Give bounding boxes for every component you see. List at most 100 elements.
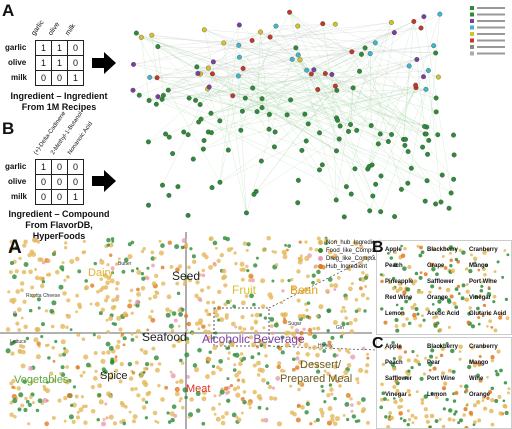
inset-point xyxy=(402,290,407,295)
network-edge xyxy=(239,57,347,187)
scatter-point xyxy=(256,360,261,366)
inset-point-label: Apple xyxy=(385,247,402,253)
scatter-point xyxy=(82,239,86,243)
network-edge xyxy=(299,59,318,90)
network-node xyxy=(201,138,207,143)
network-node xyxy=(194,64,200,70)
scatter-point xyxy=(160,243,165,248)
network-node xyxy=(217,118,223,124)
scatter-point xyxy=(92,376,98,381)
scatter-point xyxy=(83,420,88,425)
scatter-point xyxy=(14,269,19,274)
scatter-point xyxy=(330,417,335,423)
scatter-point xyxy=(346,417,350,422)
scatter-point xyxy=(142,349,149,355)
network-node xyxy=(335,117,340,123)
scatter-point xyxy=(270,331,275,335)
scatter-point xyxy=(229,342,235,348)
scatter-point xyxy=(242,241,248,246)
scatter-point xyxy=(359,244,364,250)
scatter-point xyxy=(90,385,95,390)
inset-point xyxy=(475,399,481,405)
inset-point xyxy=(474,294,479,300)
network-node xyxy=(320,21,326,27)
scatter-point xyxy=(165,307,170,312)
inset-point xyxy=(406,423,410,427)
inset-point xyxy=(405,317,409,321)
scatter-point xyxy=(28,308,33,313)
inset-point xyxy=(447,325,451,329)
inset-point-label: Safflower xyxy=(385,376,413,382)
scatter-point xyxy=(269,324,274,329)
network-node xyxy=(421,14,427,20)
network-edge xyxy=(213,61,337,151)
scatter-point xyxy=(8,247,14,253)
inset-point xyxy=(391,286,396,291)
scatter-point xyxy=(221,275,226,281)
scatter-point xyxy=(337,348,342,352)
scatter-point xyxy=(295,351,301,356)
network-edge xyxy=(295,47,340,140)
scatter-point xyxy=(330,335,335,340)
network-node xyxy=(209,71,215,77)
inset-point xyxy=(435,395,439,399)
network-node xyxy=(193,97,199,103)
inset-point xyxy=(464,388,469,393)
inset-point xyxy=(488,278,492,282)
scatter-point xyxy=(349,329,355,334)
scatter-point xyxy=(201,268,205,273)
inset-point xyxy=(478,378,483,383)
network-edge xyxy=(270,22,392,38)
network-legend-text-placeholder xyxy=(477,26,505,29)
scatter-point xyxy=(122,336,127,341)
inset-point xyxy=(429,354,434,359)
scatter-point xyxy=(188,278,193,283)
scatter-point xyxy=(251,342,257,348)
network-node xyxy=(240,66,246,71)
inset-point xyxy=(423,407,428,412)
inset-point xyxy=(438,286,442,290)
scatter-point xyxy=(363,309,367,313)
scatter-point xyxy=(327,249,333,255)
inset-point xyxy=(411,421,415,425)
network-node xyxy=(299,147,305,153)
scatter-point xyxy=(165,312,171,318)
scatter-point xyxy=(30,285,35,290)
scatter-point xyxy=(285,330,291,336)
inset-point xyxy=(406,409,411,413)
scatter-point xyxy=(115,344,121,350)
inset-point xyxy=(499,368,503,373)
network-legend-swatch xyxy=(470,25,474,30)
inset-point xyxy=(481,344,485,349)
scatter-point xyxy=(306,274,310,279)
scatter-point xyxy=(156,420,160,424)
inset-point xyxy=(384,415,388,419)
scatter-point xyxy=(84,279,89,283)
scatter-point xyxy=(227,351,231,355)
scatter-point xyxy=(69,403,74,408)
matrix-a-caption-line2: From 1M Recipes xyxy=(21,102,97,112)
scatter-point xyxy=(304,240,308,244)
network-node xyxy=(249,38,255,43)
scatter-point xyxy=(46,380,49,384)
scatter-point xyxy=(358,286,363,291)
scatter-point xyxy=(235,415,239,419)
scatter-point xyxy=(148,315,152,319)
scatter-point xyxy=(296,298,301,303)
scatter-point xyxy=(181,238,187,244)
inset-point xyxy=(454,257,459,262)
scatter-point xyxy=(291,357,296,362)
network-node xyxy=(406,63,412,69)
network-edge xyxy=(238,45,320,170)
network-node xyxy=(146,202,151,208)
scatter-point xyxy=(211,364,216,368)
scatter-point xyxy=(271,386,275,390)
scatter-point xyxy=(249,326,255,331)
scatter-point xyxy=(212,336,216,340)
scatter-point xyxy=(98,311,103,316)
inset-point xyxy=(468,306,472,310)
cluster-label-dairy: Dairy xyxy=(88,267,114,279)
scatter-point xyxy=(226,247,232,253)
inset-point-label: Pineapple xyxy=(385,279,414,285)
inset-point xyxy=(489,408,494,414)
